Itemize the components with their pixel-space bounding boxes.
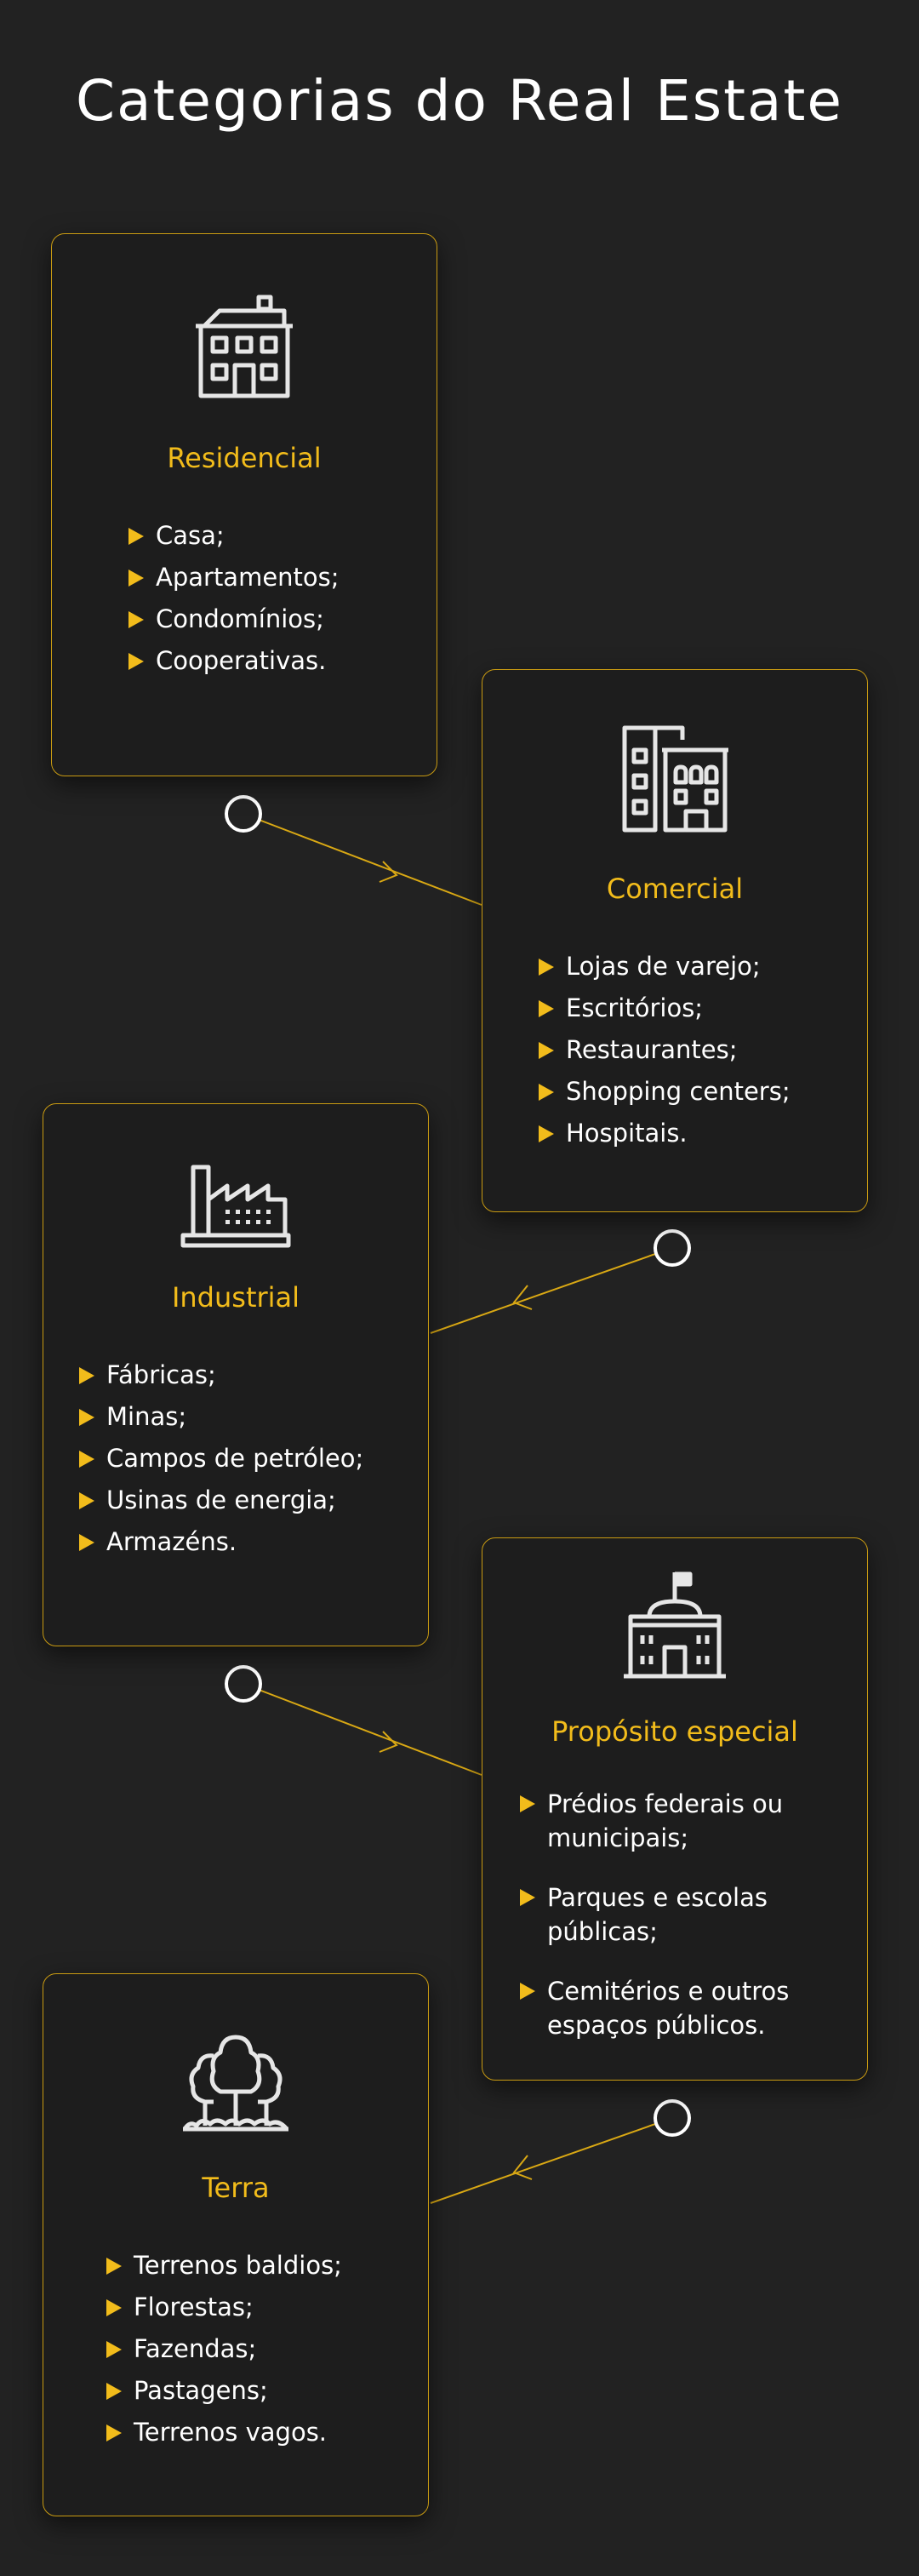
office-buildings-icon [619, 723, 730, 835]
list-item: Lojas de varejo; [539, 946, 791, 987]
card-terra: Terra Terrenos baldios; Florestas; Fazen… [43, 1973, 429, 2516]
list-item: Usinas de energia; [79, 1480, 363, 1521]
list-item: Condomínios; [128, 598, 340, 640]
connector-arrow-1 [379, 861, 398, 883]
list-item: Terrenos baldios; [106, 2245, 342, 2287]
government-building-icon [619, 1567, 731, 1683]
list-item: Prédios federais ou municipais; [520, 1787, 843, 1855]
connector-line-2 [430, 1247, 673, 1334]
list-item: Florestas; [106, 2287, 342, 2328]
connector-node-4 [654, 2099, 691, 2137]
list-item: Armazéns. [79, 1521, 363, 1563]
page-title: Categorias do Real Estate [76, 68, 843, 134]
card-title: Comercial [606, 873, 744, 905]
item-list: Prédios federais ou municipais; Parques … [520, 1787, 843, 2068]
connector-node-1 [225, 795, 262, 833]
connector-node-3 [225, 1665, 262, 1703]
card-residencial: Residencial Casa; Apartamentos; Condomín… [51, 233, 437, 776]
card-industrial: Industrial Fábricas; Minas; Campos de pe… [43, 1103, 429, 1646]
list-item: Escritórios; [539, 987, 791, 1029]
list-item: Parques e escolas públicas; [520, 1880, 843, 1949]
list-item: Terrenos vagos. [106, 2412, 342, 2453]
connector-arrow-4 [512, 2155, 533, 2180]
list-item: Restaurantes; [539, 1029, 791, 1071]
connector-line-3 [243, 1683, 482, 1776]
list-item: Campos de petróleo; [79, 1438, 363, 1480]
card-title: Industrial [171, 1281, 300, 1314]
item-list: Casa; Apartamentos; Condomínios; Coopera… [128, 515, 340, 682]
item-list: Lojas de varejo; Escritórios; Restaurant… [539, 946, 791, 1154]
list-item: Hospitais. [539, 1113, 791, 1154]
card-proposito-especial: Propósito especial Prédios federais ou m… [482, 1537, 868, 2081]
building-icon [189, 292, 300, 403]
connector-arrow-3 [379, 1731, 398, 1753]
item-list: Fábricas; Minas; Campos de petróleo; Usi… [79, 1354, 363, 1563]
list-item: Shopping centers; [539, 1071, 791, 1113]
card-title: Terra [202, 2172, 270, 2204]
list-item: Minas; [79, 1396, 363, 1438]
card-comercial: Comercial Lojas de varejo; Escritórios; … [482, 669, 868, 1212]
list-item: Cooperativas. [128, 640, 340, 682]
connector-line-1 [243, 813, 482, 906]
factory-icon [180, 1160, 292, 1249]
list-item: Pastagens; [106, 2370, 342, 2412]
connector-line-4 [430, 2117, 673, 2204]
card-title: Residencial [167, 442, 322, 474]
list-item: Fábricas; [79, 1354, 363, 1396]
list-item: Cemitérios e outros espaços públicos. [520, 1974, 843, 2042]
list-item: Casa; [128, 515, 340, 557]
connector-arrow-2 [512, 1285, 533, 1310]
connector-node-2 [654, 1229, 691, 1267]
item-list: Terrenos baldios; Florestas; Fazendas; P… [106, 2245, 342, 2453]
card-title: Propósito especial [551, 1715, 798, 1748]
list-item: Fazendas; [106, 2328, 342, 2370]
trees-icon [180, 2029, 292, 2138]
list-item: Apartamentos; [128, 557, 340, 598]
